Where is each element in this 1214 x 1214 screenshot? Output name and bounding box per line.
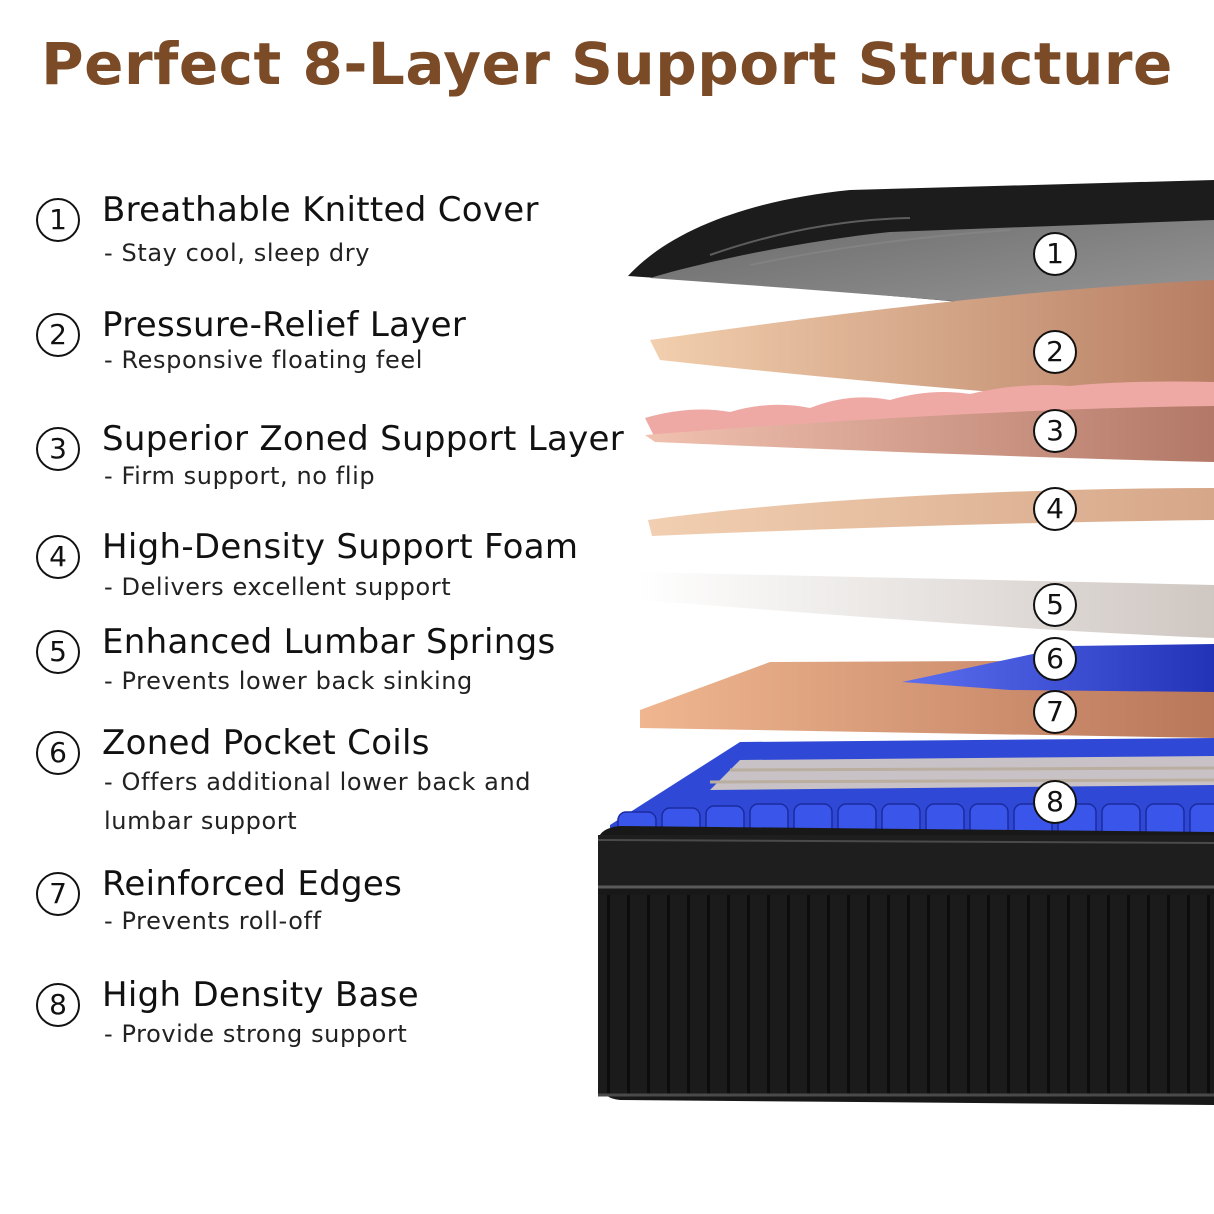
page-title: Perfect 8-Layer Support Structure xyxy=(41,30,1173,98)
layer-number-badge: 6 xyxy=(36,731,80,775)
layer-description: - Firm support, no flip xyxy=(104,462,376,490)
layer-shape-5 xyxy=(638,572,1214,638)
layer-shape-4 xyxy=(648,488,1214,536)
mattress-layers-illustration xyxy=(597,180,1214,1105)
diagram-badge-2: 2 xyxy=(1033,330,1077,374)
diagram-badge-8: 8 xyxy=(1033,780,1077,824)
layer-number-badge: 1 xyxy=(36,198,80,242)
layer-number-badge: 7 xyxy=(36,872,80,916)
diagram-badge-5: 5 xyxy=(1033,583,1077,627)
layer-number-badge: 8 xyxy=(36,983,80,1027)
layer-description: - Delivers excellent support xyxy=(104,573,452,601)
diagram-badge-6: 6 xyxy=(1033,637,1077,681)
layer-name: High-Density Support Foam xyxy=(102,527,579,567)
layer-description: - Provide strong support xyxy=(104,1020,408,1048)
diagram-badge-4: 4 xyxy=(1033,487,1077,531)
diagram-badge-3: 3 xyxy=(1033,409,1077,453)
layer-name: Pressure-Relief Layer xyxy=(102,305,467,345)
layer-name: Zoned Pocket Coils xyxy=(102,723,430,763)
layer-name: High Density Base xyxy=(102,975,419,1015)
layer-description: - Stay cool, sleep dry xyxy=(104,239,371,267)
layer-name: Breathable Knitted Cover xyxy=(102,190,539,230)
layer-number-badge: 5 xyxy=(36,630,80,674)
layer-name: Enhanced Lumbar Springs xyxy=(102,622,556,662)
diagram-badge-1: 1 xyxy=(1033,232,1077,276)
diagram-badge-7: 7 xyxy=(1033,690,1077,734)
layer-number-badge: 2 xyxy=(36,313,80,357)
layer-description: - Responsive floating feel xyxy=(104,346,423,374)
layer-description: - Offers additional lower back and lumba… xyxy=(104,768,532,835)
layer-name: Superior Zoned Support Layer xyxy=(102,419,625,459)
layer-number-badge: 4 xyxy=(36,535,80,579)
layer-description: - Prevents roll-off xyxy=(104,907,322,935)
layer-number-badge: 3 xyxy=(36,427,80,471)
layer-description: - Prevents lower back sinking xyxy=(104,667,473,695)
layer-shape-2 xyxy=(650,280,1214,408)
layer-name: Reinforced Edges xyxy=(102,864,403,904)
